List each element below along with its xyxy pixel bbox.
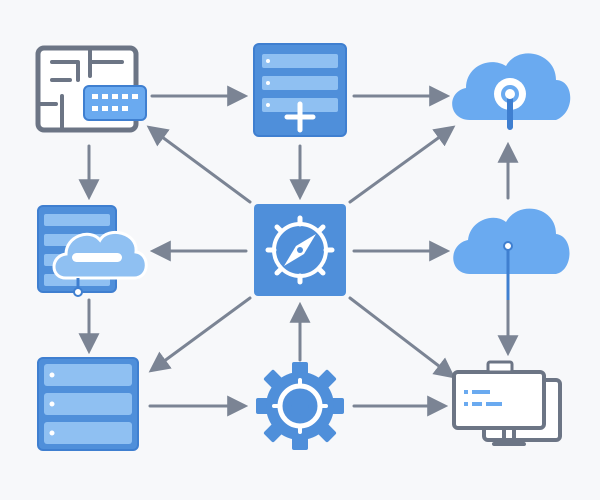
server-cloud-icon — [37, 205, 148, 297]
edge-controller-to-server-stack — [148, 296, 252, 373]
floor-plan-with-network-panel-icon — [35, 45, 147, 133]
edges — [78, 85, 519, 417]
edge-controller-to-cloud-key — [348, 125, 456, 204]
edge-controller-to-workstation — [348, 296, 456, 379]
gear-icon — [256, 362, 344, 450]
cloud-keyhole-icon — [452, 53, 571, 130]
server-add-icon — [253, 43, 347, 137]
edge-controller-to-floorplan — [146, 125, 252, 204]
cloud-connection-icon — [453, 208, 570, 300]
monitors-terminal-icon — [452, 360, 562, 446]
compass-gear-icon — [254, 204, 346, 296]
server-stack-icon — [37, 357, 139, 451]
